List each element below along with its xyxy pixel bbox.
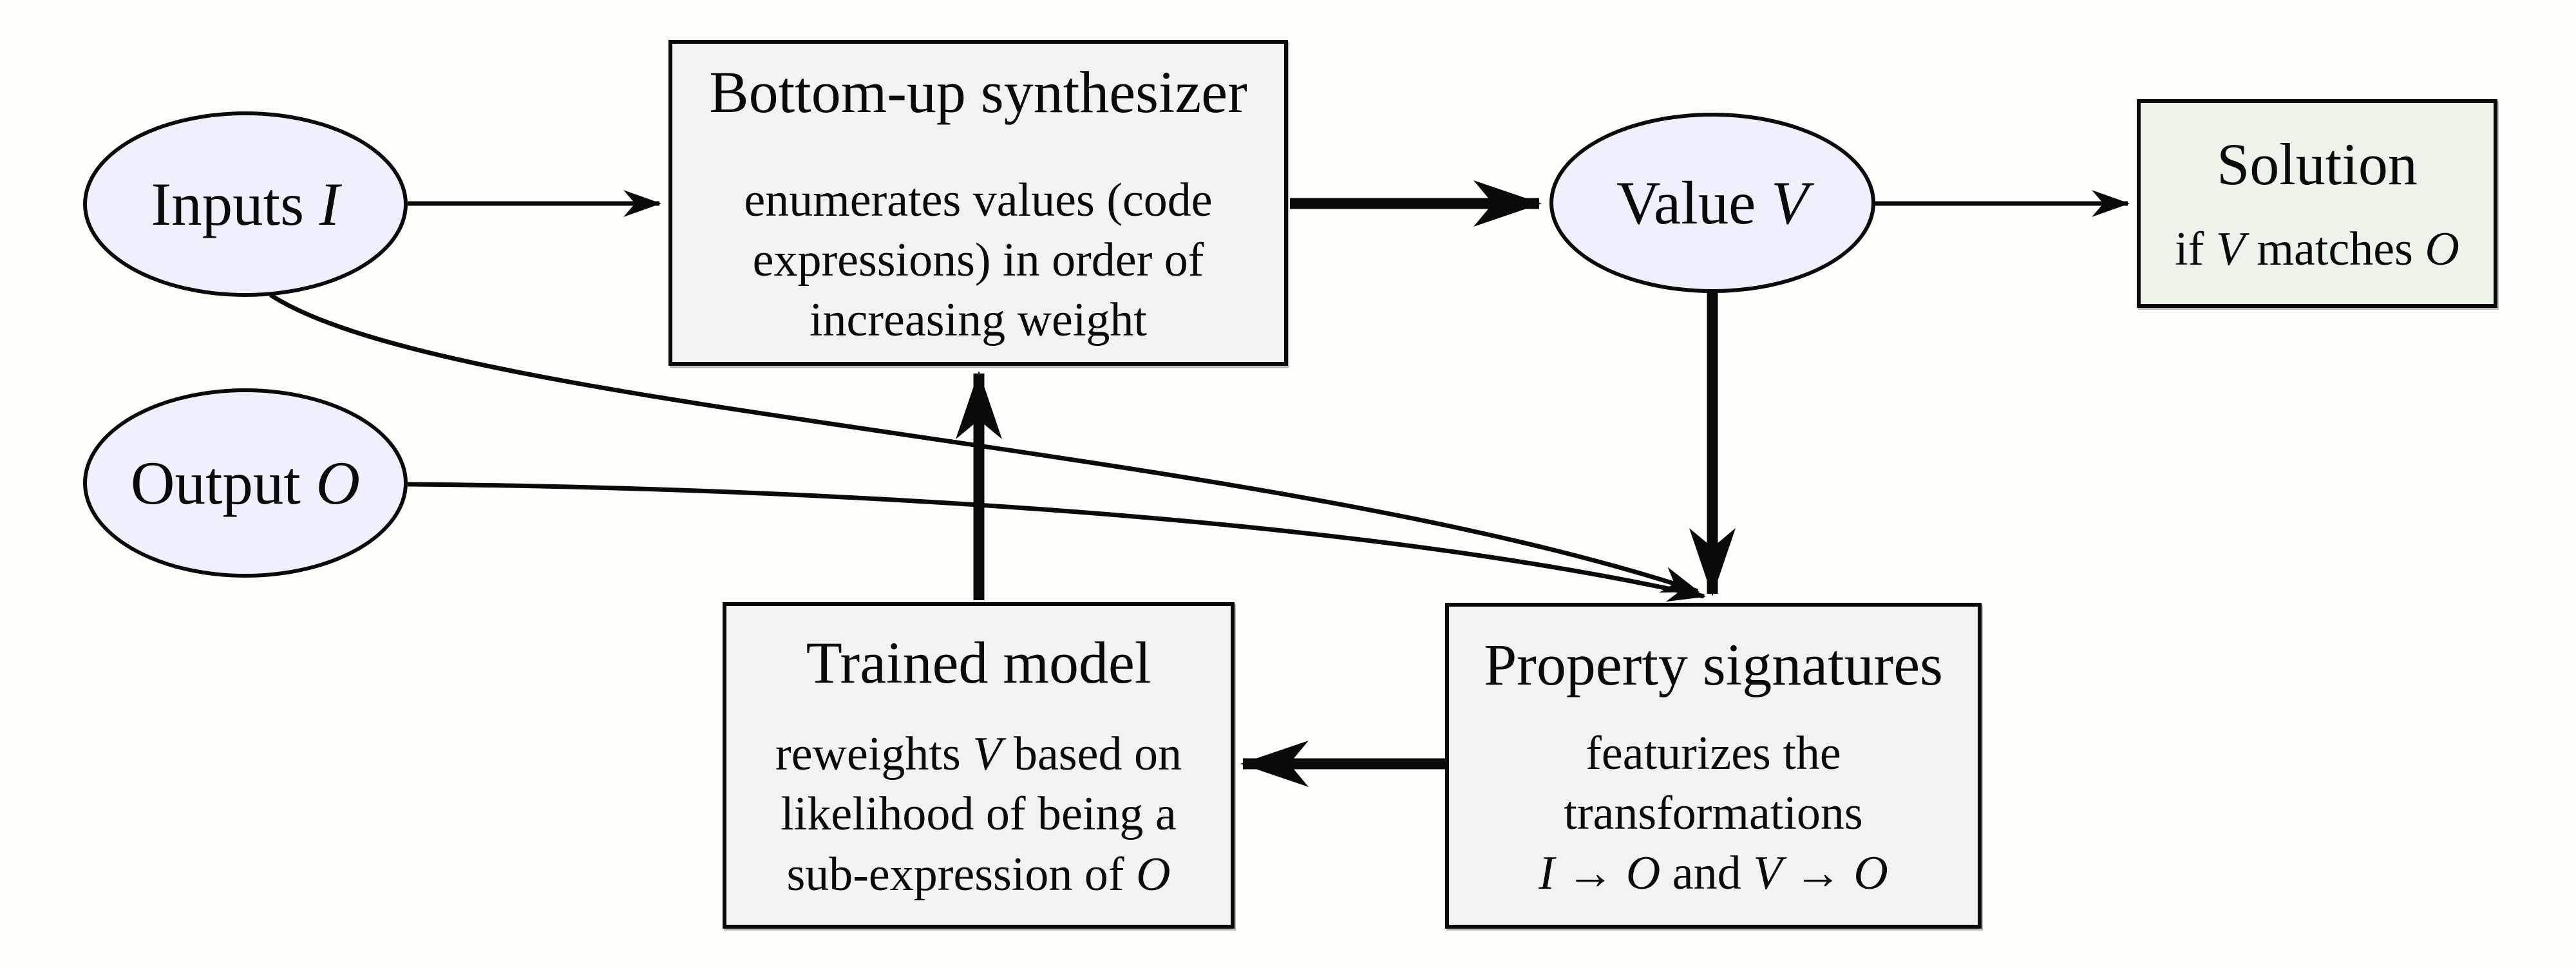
node-value-label: Value V — [1616, 169, 1809, 237]
node-output: Output O — [83, 388, 408, 578]
node-output-label: Output O — [130, 449, 361, 517]
synthesizer-title: Bottom-up synthesizer — [709, 59, 1247, 125]
node-inputs: Inputs I — [83, 111, 408, 297]
edge-inputs-to-property-signatures — [269, 293, 1700, 594]
trained-model-title: Trained model — [806, 630, 1151, 696]
solution-condition: if V matches O — [2175, 222, 2459, 276]
node-solution: Solution if V matches O — [2137, 99, 2497, 308]
edge-output-to-property-signatures — [407, 482, 1706, 602]
node-inputs-label: Inputs I — [151, 170, 340, 238]
node-bottom-up-synthesizer: Bottom-up synthesizer enumerates values … — [668, 40, 1288, 366]
node-value: Value V — [1549, 113, 1875, 293]
property-signatures-title: Property signatures — [1484, 631, 1943, 697]
solution-title: Solution — [2217, 131, 2418, 197]
